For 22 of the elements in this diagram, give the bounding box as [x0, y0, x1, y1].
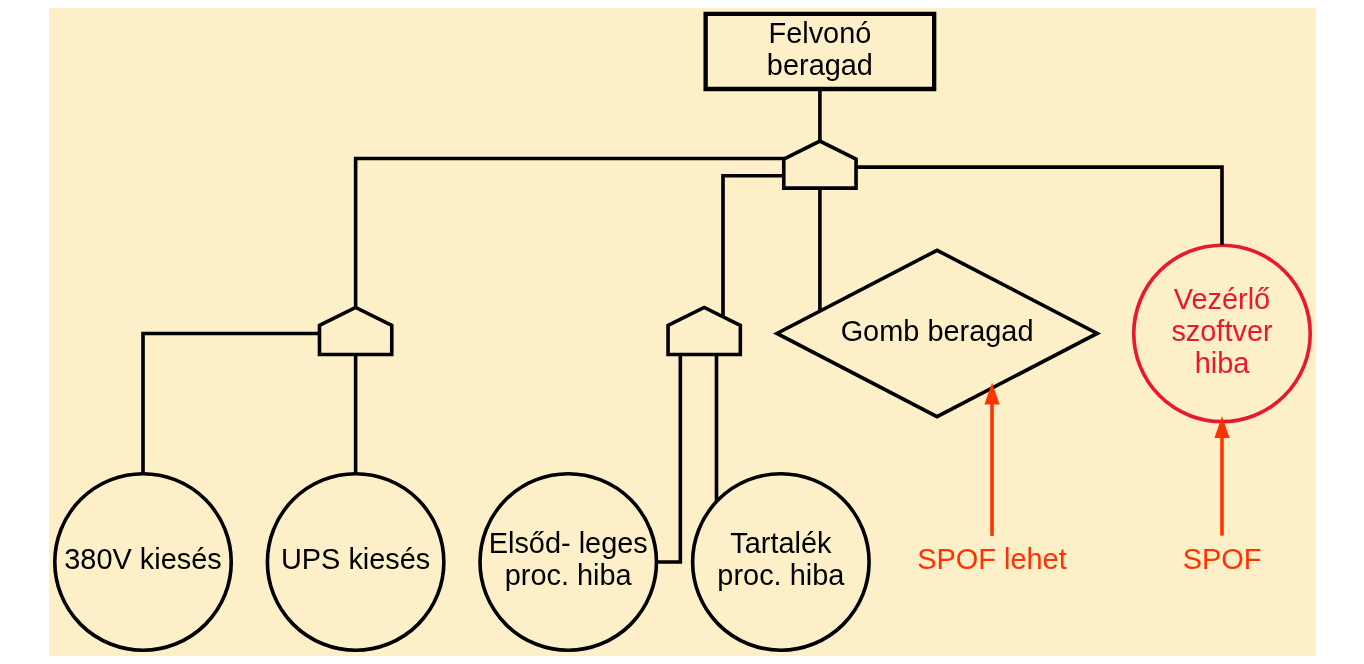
node-circle: Tartalék proc. hiba	[690, 471, 871, 652]
node-box: Felvonó beragad	[702, 11, 936, 92]
connector	[855, 165, 1224, 245]
node-circle: 380V kiesés	[52, 471, 233, 652]
connector	[353, 156, 785, 308]
connector	[140, 331, 319, 474]
node-diamond: Gomb beragad	[772, 248, 1101, 419]
node-gate	[781, 139, 858, 190]
node-text: SPOF lehet	[916, 543, 1067, 576]
connector	[720, 174, 783, 317]
node-text: SPOF	[1182, 543, 1261, 576]
connector	[714, 354, 718, 502]
arrow	[983, 382, 1000, 536]
node-gate	[665, 305, 742, 357]
node-circle: Vezérlő szoftver hiba	[1131, 243, 1312, 424]
connector	[353, 354, 357, 474]
connector	[817, 89, 822, 141]
arrow	[1213, 416, 1230, 536]
node-circle: Elsőd- leges proc. hiba	[477, 471, 658, 652]
node-gate	[317, 305, 394, 357]
node-circle: UPS kiesés	[265, 471, 446, 652]
connector	[817, 188, 822, 311]
